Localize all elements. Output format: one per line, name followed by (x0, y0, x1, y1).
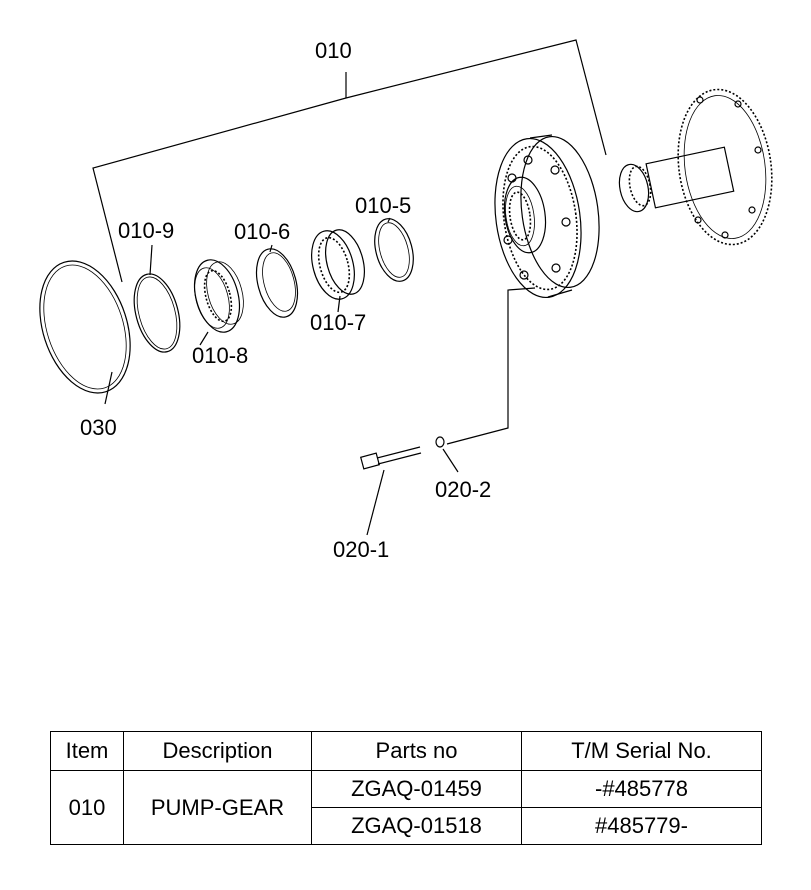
header-serial-no: T/M Serial No. (521, 731, 762, 771)
assembly-bracket (92, 39, 607, 283)
part-010-pump-gear-housing (494, 134, 600, 299)
part-010-9-ring (133, 244, 181, 353)
cell-parts-no: ZGAQ-01459 (311, 770, 522, 808)
label-020-1: 020-1 (333, 537, 389, 562)
table-row: ZGAQ-01518 #485779- (51, 807, 762, 845)
parts-table: Item Description Parts no T/M Serial No.… (50, 731, 762, 845)
label-010-8: 010-8 (192, 343, 248, 368)
label-010-6: 010-6 (234, 219, 290, 244)
header-description: Description (123, 731, 312, 771)
table-header-row: Item Description Parts no T/M Serial No. (50, 731, 762, 771)
header-parts-no: Parts no (311, 731, 522, 771)
stator-shaft-flange (618, 88, 773, 246)
part-010-5-ring (374, 217, 414, 282)
cell-parts-no: ZGAQ-01518 (311, 807, 522, 845)
part-010-6-ring (255, 244, 299, 318)
label-010-9: 010-9 (118, 218, 174, 243)
label-030: 030 (80, 415, 117, 440)
cell-description: PUMP-GEAR (123, 770, 312, 845)
label-010-7: 010-7 (310, 310, 366, 335)
label-020-2: 020-2 (435, 477, 491, 502)
cell-item: 010 (50, 770, 124, 845)
part-020-2-nut (435, 287, 536, 473)
table-row: 010 PUMP-GEAR ZGAQ-01459 -#485778 (50, 770, 762, 845)
part-010-7-roller-bearing (311, 229, 365, 313)
exploded-parts-diagram: 010 010-9 010-6 010-5 010-7 010-8 030 02… (39, 38, 773, 562)
label-010-5: 010-5 (355, 193, 411, 218)
cell-serial: -#485778 (521, 770, 762, 808)
part-010-8-bearing (193, 259, 244, 346)
label-010: 010 (315, 38, 352, 63)
cell-serial: #485779- (521, 807, 762, 845)
part-020-1-bolt (359, 446, 422, 536)
header-item: Item (50, 731, 124, 771)
part-030-snap-ring (39, 260, 131, 405)
